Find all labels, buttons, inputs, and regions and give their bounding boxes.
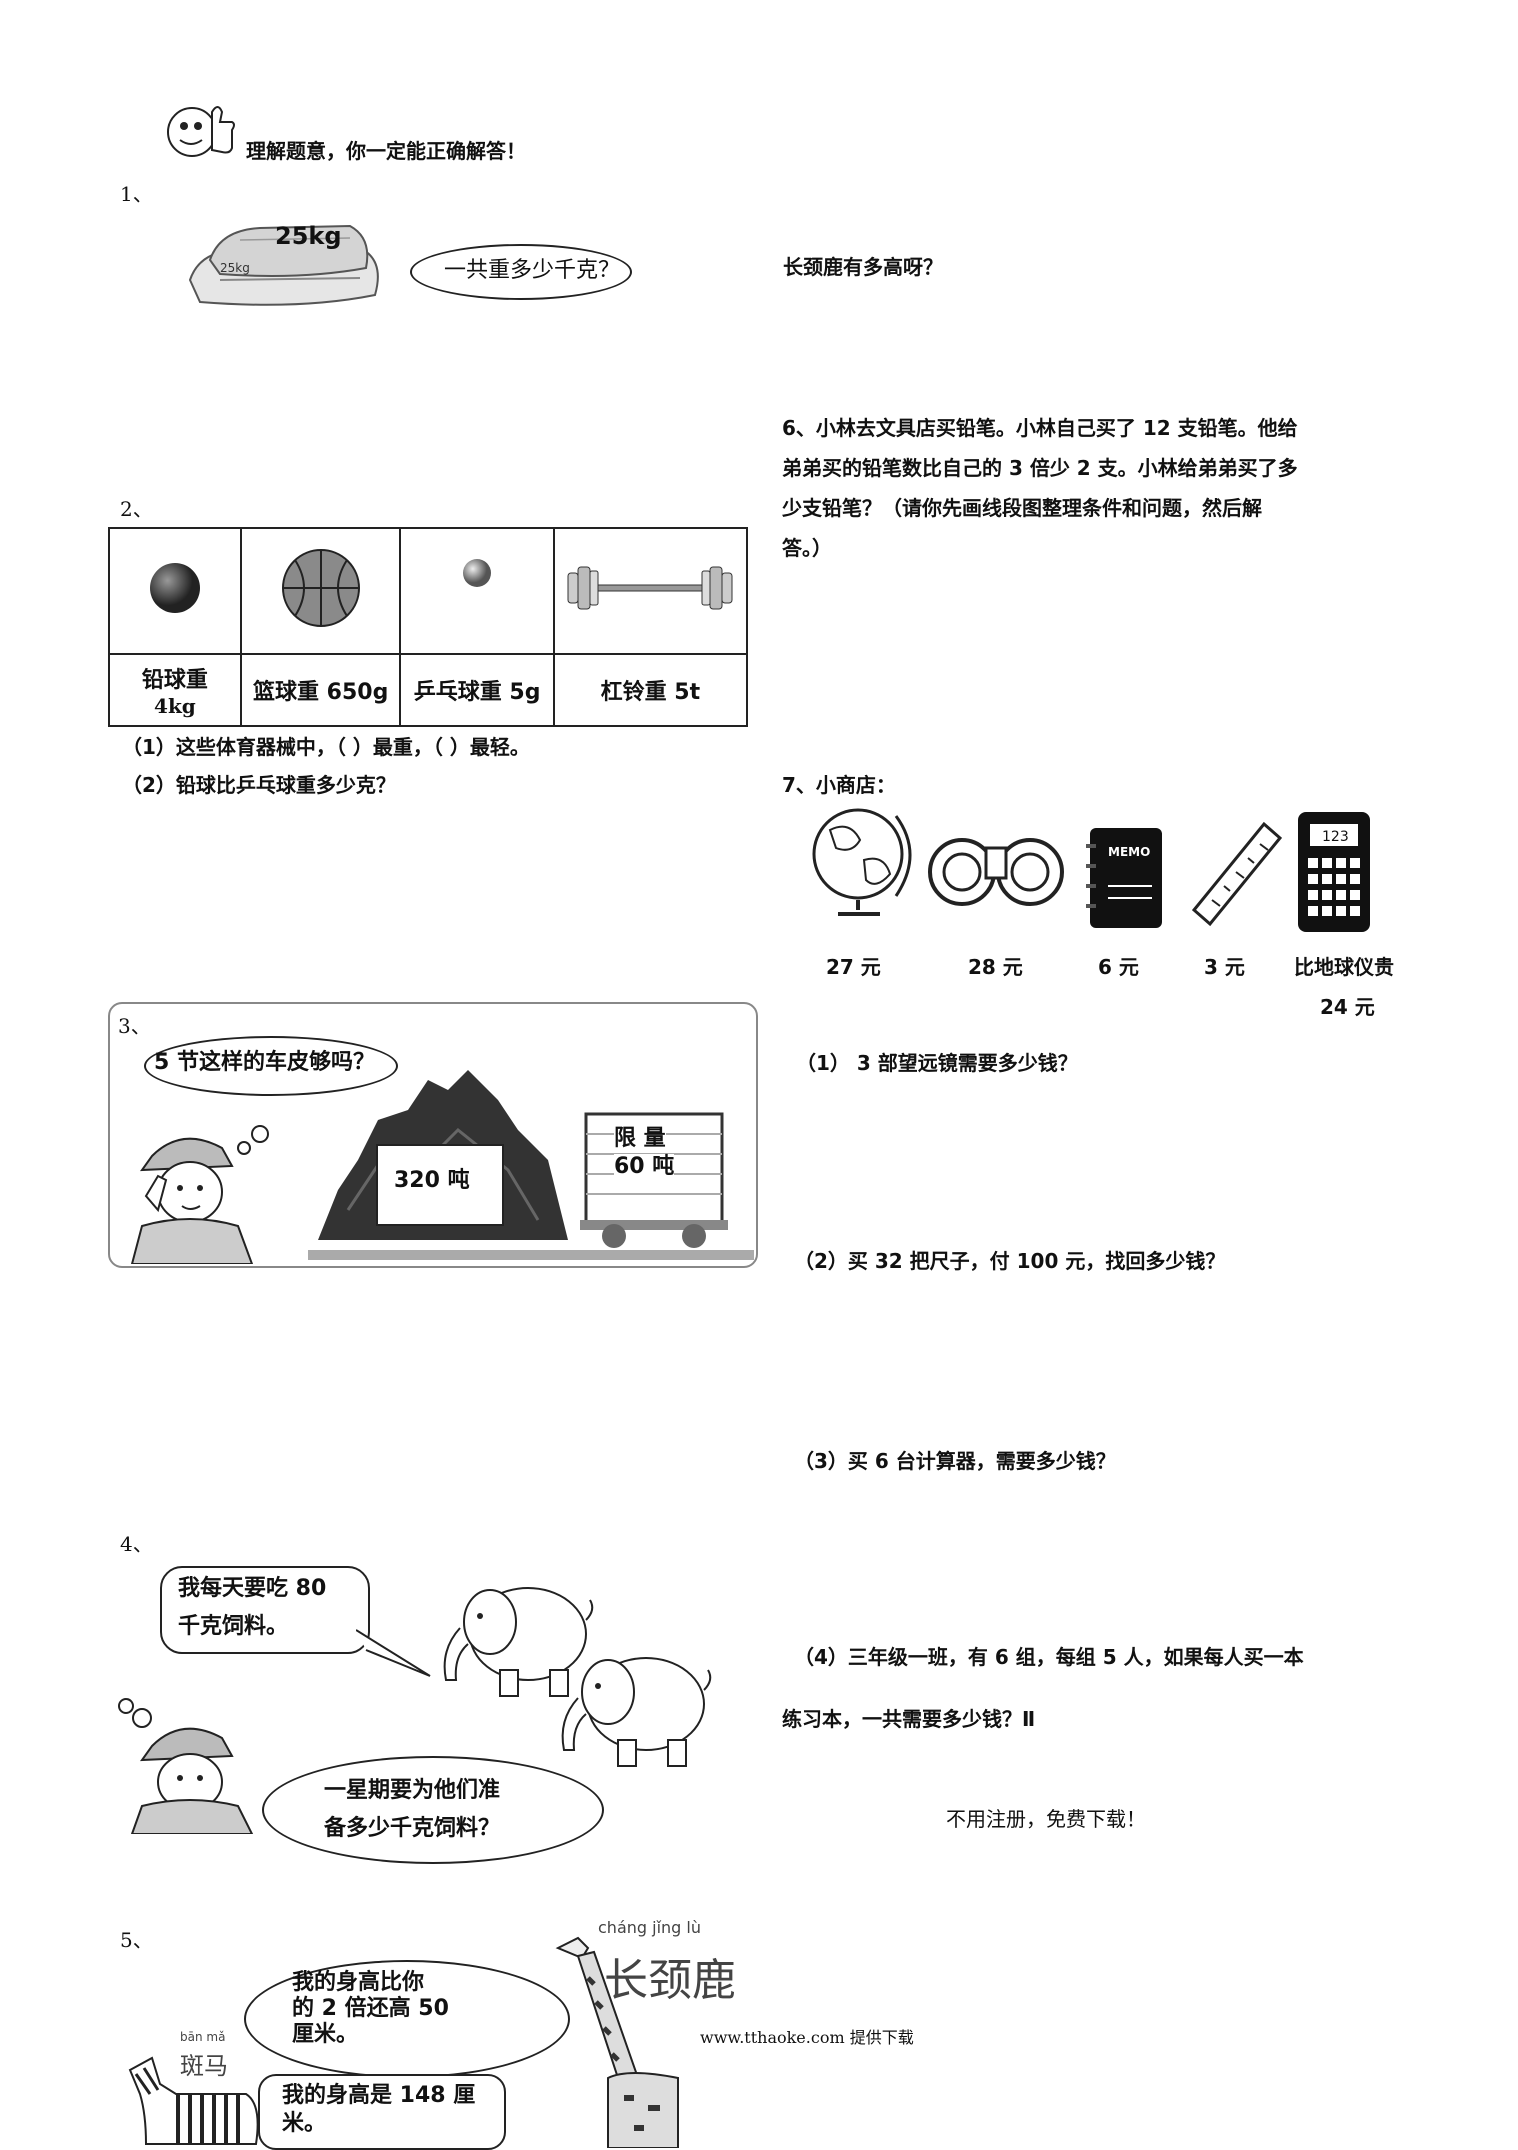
worker-figure bbox=[130, 1137, 254, 1264]
q4-speech-bubble-keeper: 一星期要为他们准 备多少千克饲料？ bbox=[262, 1756, 604, 1864]
zebra-label: 斑马 bbox=[180, 2052, 228, 2080]
cart-limit-value: 60 吨 bbox=[614, 1154, 675, 1180]
bubble-tail bbox=[356, 1629, 431, 1677]
site-credit: www.tthaoke.com 提供下载 bbox=[700, 2028, 914, 2047]
page-title: 理解题意，你一定能正确解答！ bbox=[246, 139, 526, 163]
ruler-price: 3 元 bbox=[1204, 955, 1245, 979]
calculator-price-line-1: 比地球仪贵 bbox=[1294, 955, 1394, 979]
q7-sub-question-4-line-2: 练习本，一共需要多少钱？Ⅱ bbox=[782, 1707, 1036, 1731]
binoculars-price: 28 元 bbox=[968, 955, 1023, 979]
notebook-memo-text: MEMO bbox=[1108, 845, 1150, 859]
q5-question-text: 长颈鹿有多高呀？ bbox=[783, 255, 943, 279]
giraffe-pinyin: cháng jǐng lù bbox=[598, 1918, 701, 1937]
question-4-number: 4、 bbox=[120, 1532, 153, 1556]
bag-print-text: 25kg bbox=[220, 261, 250, 275]
ping-pong-weight: 乒乓球重 5g bbox=[399, 653, 555, 727]
q1-speech-bubble: 一共重多少千克？ bbox=[410, 244, 632, 300]
q7-sub-question-2: （2）买 32 把尺子，付 100 元，找回多少钱？ bbox=[794, 1249, 1226, 1273]
ruler-icon bbox=[1191, 821, 1283, 927]
calculator-price-line-2: 24 元 bbox=[1320, 995, 1375, 1019]
shot-put-icon bbox=[149, 563, 200, 613]
q3-speech-bubble: 5 节这样的车皮够吗？ bbox=[144, 1036, 398, 1096]
bag-weight-label: 25kg bbox=[275, 222, 342, 250]
q5-speech-bubble-giraffe: 我的身高比你 的 2 倍还高 50 厘米。 bbox=[244, 1960, 570, 2078]
rice-bags-image: 25kg 25kg bbox=[188, 222, 379, 306]
notebook-icon: MEMO bbox=[1086, 828, 1162, 928]
q7-sub-question-1: （1） 3 部望远镜需要多少钱？ bbox=[796, 1051, 1078, 1075]
ping-pong-ball-icon bbox=[463, 559, 492, 587]
question-1-number: 1、 bbox=[120, 182, 153, 206]
q6-line-3: 少支铅笔？（请你先画线段图整理条件和问题，然后解 bbox=[782, 496, 1262, 520]
zebra-image bbox=[128, 2056, 259, 2145]
shot-put-cell bbox=[108, 527, 242, 655]
notebook-price: 6 元 bbox=[1098, 955, 1139, 979]
basketball-weight: 篮球重 650g bbox=[239, 653, 402, 727]
q3-bubble-text: 5 节这样的车皮够吗？ bbox=[154, 1050, 375, 1075]
q6-line-1: 6、小林去文具店买铅笔。小林自己买了 12 支铅笔。他给 bbox=[782, 416, 1298, 440]
giraffe-label: 长颈鹿 bbox=[604, 1955, 736, 2006]
zebra-pinyin: bān mǎ bbox=[180, 2030, 226, 2044]
q6-line-4: 答。） bbox=[782, 536, 832, 560]
barbell-icon bbox=[567, 566, 733, 610]
calculator-icon: 123 bbox=[1298, 812, 1370, 932]
q2-sub-question-1: （1）这些体育器械中，（ ）最重，（ ）最轻。 bbox=[122, 735, 530, 759]
q7-title: 7、小商店： bbox=[782, 773, 896, 797]
thought-dots-icon bbox=[237, 1125, 269, 1155]
elephant-2-icon bbox=[561, 1657, 712, 1767]
q6-line-2: 弟弟买的铅笔数比自己的 3 倍少 2 支。小林给弟弟买了多 bbox=[782, 456, 1298, 480]
question-5-number: 5、 bbox=[120, 1928, 153, 1952]
rail-track bbox=[308, 1250, 754, 1260]
q2-sub-question-2: （2）铅球比乒乓球重多少克？ bbox=[122, 773, 396, 797]
basketball-cell bbox=[239, 527, 402, 655]
giraffe-image bbox=[555, 1936, 679, 2148]
coal-weight-box: 320 吨 bbox=[376, 1144, 504, 1226]
shot-put-weight: 铅球重 4kg bbox=[108, 653, 242, 727]
barbell-weight: 杠铃重 5t bbox=[552, 653, 749, 727]
elephant-1-icon bbox=[443, 1587, 594, 1697]
globe-icon bbox=[812, 808, 912, 916]
q4-speech-bubble-elephant: 我每天要吃 80 千克饲料。 bbox=[160, 1566, 370, 1654]
thumbs-up-face-icon bbox=[167, 106, 235, 157]
free-download-note: 不用注册，免费下载！ bbox=[946, 1807, 1146, 1831]
q1-bubble-text: 一共重多少千克？ bbox=[444, 258, 621, 283]
calculator-screen-text: 123 bbox=[1322, 829, 1349, 845]
barbell-cell bbox=[552, 527, 749, 655]
sports-equipment-table: 铅球重 4kg 篮球重 650g 乒乓球重 5g 杠铃重 5t bbox=[108, 527, 749, 727]
q5-speech-bubble-zebra: 我的身高是 148 厘 米。 bbox=[258, 2074, 506, 2150]
basketball-icon bbox=[281, 549, 360, 627]
q7-sub-question-4-line-1: （4）三年级一班，有 6 组，每组 5 人，如果每人买一本 bbox=[794, 1645, 1304, 1669]
globe-price: 27 元 bbox=[826, 955, 881, 979]
question-2-number: 2、 bbox=[120, 497, 153, 521]
coal-weight-label: 320 吨 bbox=[394, 1168, 470, 1193]
keeper-figure bbox=[118, 1698, 254, 1834]
question-3-number: 3、 bbox=[118, 1014, 151, 1038]
ping-pong-cell bbox=[399, 527, 555, 655]
binoculars-icon bbox=[928, 838, 1064, 906]
q7-sub-question-3: （3）买 6 台计算器，需要多少钱？ bbox=[794, 1449, 1116, 1473]
cart-limit-label: 限 量 bbox=[614, 1126, 666, 1152]
